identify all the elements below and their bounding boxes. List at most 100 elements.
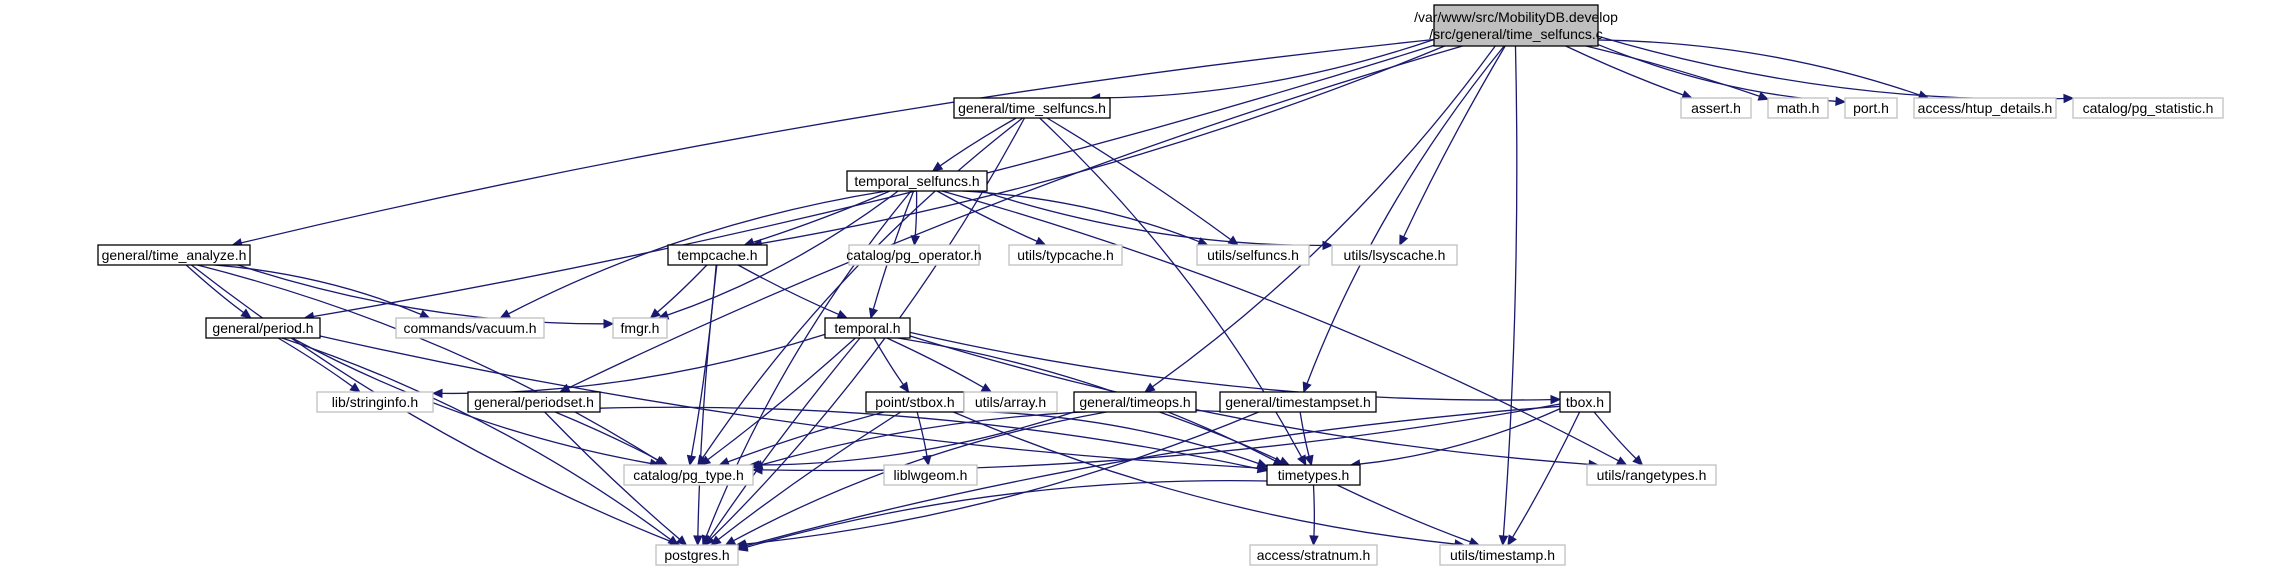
node-box (97, 244, 251, 266)
arrowhead-tempcache_h-to-catalog_pg_type_h (686, 454, 697, 467)
node-box (883, 464, 978, 486)
node-label: utils/timestamp.h (1450, 547, 1555, 563)
arrowhead-timetypes_h-to-access_stratnum_h (1309, 535, 1319, 547)
node-gen-period-h[interactable]: general/period.h (205, 317, 321, 339)
node-label: utils/lsyscache.h (1344, 247, 1446, 263)
edge-point_stbox_h-to-postgres_h (717, 411, 902, 540)
edge-tempcache_h-to-fmgr_h (657, 264, 708, 313)
node-gen-timeops-h[interactable]: general/timeops.h (1073, 391, 1197, 413)
edge-temporal_h-to-postgres_h (709, 337, 861, 538)
node-label: utils/selfuncs.h (1207, 247, 1299, 263)
node-utils-selfuncs-h: utils/selfuncs.h (1196, 244, 1310, 266)
edge-gen_timestampset_h-to-postgres_h (745, 411, 1259, 545)
arrowhead-point_stbox_h-to-postgres_h (710, 535, 722, 546)
node-gen-periodset-h[interactable]: general/periodset.h (467, 391, 601, 413)
arrowhead-tempcache_h-to-postgres_h (693, 535, 703, 547)
arrowhead-gen_period_h-to-postgres_h (667, 535, 679, 546)
edge-gen_timeops_h-to-catalog_pg_type_h (758, 411, 1075, 466)
node-box (1331, 244, 1458, 266)
node-box (1008, 244, 1123, 266)
arrowhead-root-to-utils_timestamp_h (1498, 535, 1509, 547)
node-label: utils/array.h (975, 394, 1046, 410)
node-tbox-h[interactable]: tbox.h (1559, 391, 1611, 413)
node-label: point/stbox.h (875, 394, 954, 410)
node-label: port.h (1853, 100, 1889, 116)
arrowhead-gen_time_selfuncs_h-to-temporal_selfuncs_h (931, 161, 944, 172)
edge-root-to-gen_timeops_h (1152, 45, 1496, 388)
arrowhead-temporal_h-to-lib_stringinfo_h (431, 388, 443, 399)
arrowhead-temporal_h-to-catalog_pg_type_h (699, 455, 712, 466)
edge-tempcache_h-to-temporal_h (737, 264, 839, 316)
node-tempcache-h[interactable]: tempcache.h (667, 244, 768, 266)
node-temporal-selfuncs-h[interactable]: temporal_selfuncs.h (846, 170, 988, 192)
edge-temporal_h-to-catalog_pg_type_h (707, 337, 856, 461)
node-temporal-h[interactable]: temporal.h (824, 317, 911, 339)
edge-temporal_h-to-point_stbox_h (873, 337, 904, 386)
edge-gen_time_selfuncs_h-to-postgres_h (710, 117, 1026, 540)
edge-temporal_selfuncs_h-to-utils_rangetypes_h (941, 190, 1619, 462)
node-root[interactable]: /var/www/src/MobilityDB.develop/src/gene… (1414, 4, 1618, 47)
node-label: general/timestampset.h (1225, 394, 1371, 410)
node-commands-vacuum-h: commands/vacuum.h (395, 317, 545, 339)
arrowhead-tempcache_h-to-temporal_h (836, 309, 849, 319)
node-box (1844, 97, 1898, 119)
node-label: general/periodset.h (474, 394, 594, 410)
edge-tempcache_h-to-postgres_h (697, 264, 718, 537)
edge-temporal_selfuncs_h-to-utils_selfuncs_h (962, 190, 1200, 243)
edge-gen_time_selfuncs_h-to-utils_selfuncs_h (1046, 117, 1232, 241)
edge-root-to-gen_time_analyze_h (241, 38, 1435, 244)
node-label: timetypes.h (1278, 467, 1350, 483)
edge-gen_periodset_h-to-timetypes_h (599, 406, 1259, 470)
node-liblwgeom-h: liblwgeom.h (883, 464, 978, 486)
edge-gen_periodset_h-to-postgres_h (544, 411, 680, 540)
edge-gen_time_analyze_h-to-gen_period_h (185, 264, 244, 314)
arrowhead-gen_time_selfuncs_h-to-utils_selfuncs_h (1227, 235, 1239, 246)
edge-root-to-port_h (1597, 43, 1837, 102)
edge-gen_time_analyze_h-to-fmgr_h (237, 264, 605, 325)
node-fmgr-h: fmgr.h (612, 317, 668, 339)
edge-gen_period_h-to-postgres_h (281, 337, 672, 541)
node-gen-time-analyze-h[interactable]: general/time_analyze.h (97, 244, 251, 266)
arrowhead-tbox_h-to-utils_timestamp_h (1507, 534, 1517, 547)
node-box (316, 391, 434, 413)
node-label: catalog/pg_type.h (633, 467, 744, 483)
node-access-htup-details-h: access/htup_details.h (1913, 97, 2057, 119)
node-box (467, 391, 601, 413)
node-gen-time-selfuncs-h[interactable]: general/time_selfuncs.h (953, 97, 1111, 119)
node-label: postgres.h (664, 547, 729, 563)
edge-gen_time_selfuncs_h-to-temporal_selfuncs_h (939, 117, 1017, 167)
edge-tempcache_h-to-catalog_pg_type_h (690, 264, 717, 457)
node-gen-timestampset-h[interactable]: general/timestampset.h (1219, 391, 1377, 413)
node-box (1559, 391, 1611, 413)
arrowhead-root-to-gen_timeops_h (1144, 382, 1156, 393)
edge-timetypes_h-to-access_stratnum_h (1312, 484, 1315, 537)
arrowhead-temporal_selfuncs_h-to-utils_lsyscache_h (1322, 240, 1334, 251)
node-box (612, 317, 668, 339)
edge-root-to-assert_h (1565, 45, 1684, 96)
node-utils-rangetypes-h: utils/rangetypes.h (1586, 464, 1717, 486)
node-box (1249, 544, 1378, 566)
node-label: tempcache.h (677, 247, 757, 263)
arrowhead-gen_timestampset_h-to-timetypes_h (1304, 454, 1314, 467)
node-label: catalog/pg_statistic.h (2083, 100, 2214, 116)
node-box (1680, 97, 1752, 119)
node-point-stbox-h[interactable]: point/stbox.h (865, 391, 965, 413)
node-utils-typcache-h: utils/typcache.h (1008, 244, 1123, 266)
arrowhead-temporal_h-to-postgres_h (703, 534, 714, 547)
node-box (963, 391, 1058, 413)
edge-gen_time_selfuncs_h-to-catalog_pg_type_h (702, 117, 1024, 458)
node-timetypes-h[interactable]: timetypes.h (1266, 464, 1361, 486)
arrowhead-root-to-port_h (1835, 96, 1847, 107)
edge-temporal_h-to-lib_stringinfo_h (441, 333, 826, 395)
node-box (623, 464, 754, 486)
node-label: temporal.h (834, 320, 900, 336)
node-box (1073, 391, 1197, 413)
node-box (824, 317, 911, 339)
node-assert-h: assert.h (1680, 97, 1752, 119)
arrowhead-temporal_selfuncs_h-to-commands_vacuum_h (499, 309, 512, 319)
node-box (1219, 391, 1377, 413)
arrowhead-gen_time_analyze_h-to-gen_period_h (240, 308, 252, 319)
arrowhead-tbox_h-to-catalog_pg_type_h (751, 465, 763, 475)
edge-tbox_h-to-postgres_h (746, 405, 1561, 547)
arrowhead-gen_time_analyze_h-to-commands_vacuum_h (418, 309, 431, 319)
